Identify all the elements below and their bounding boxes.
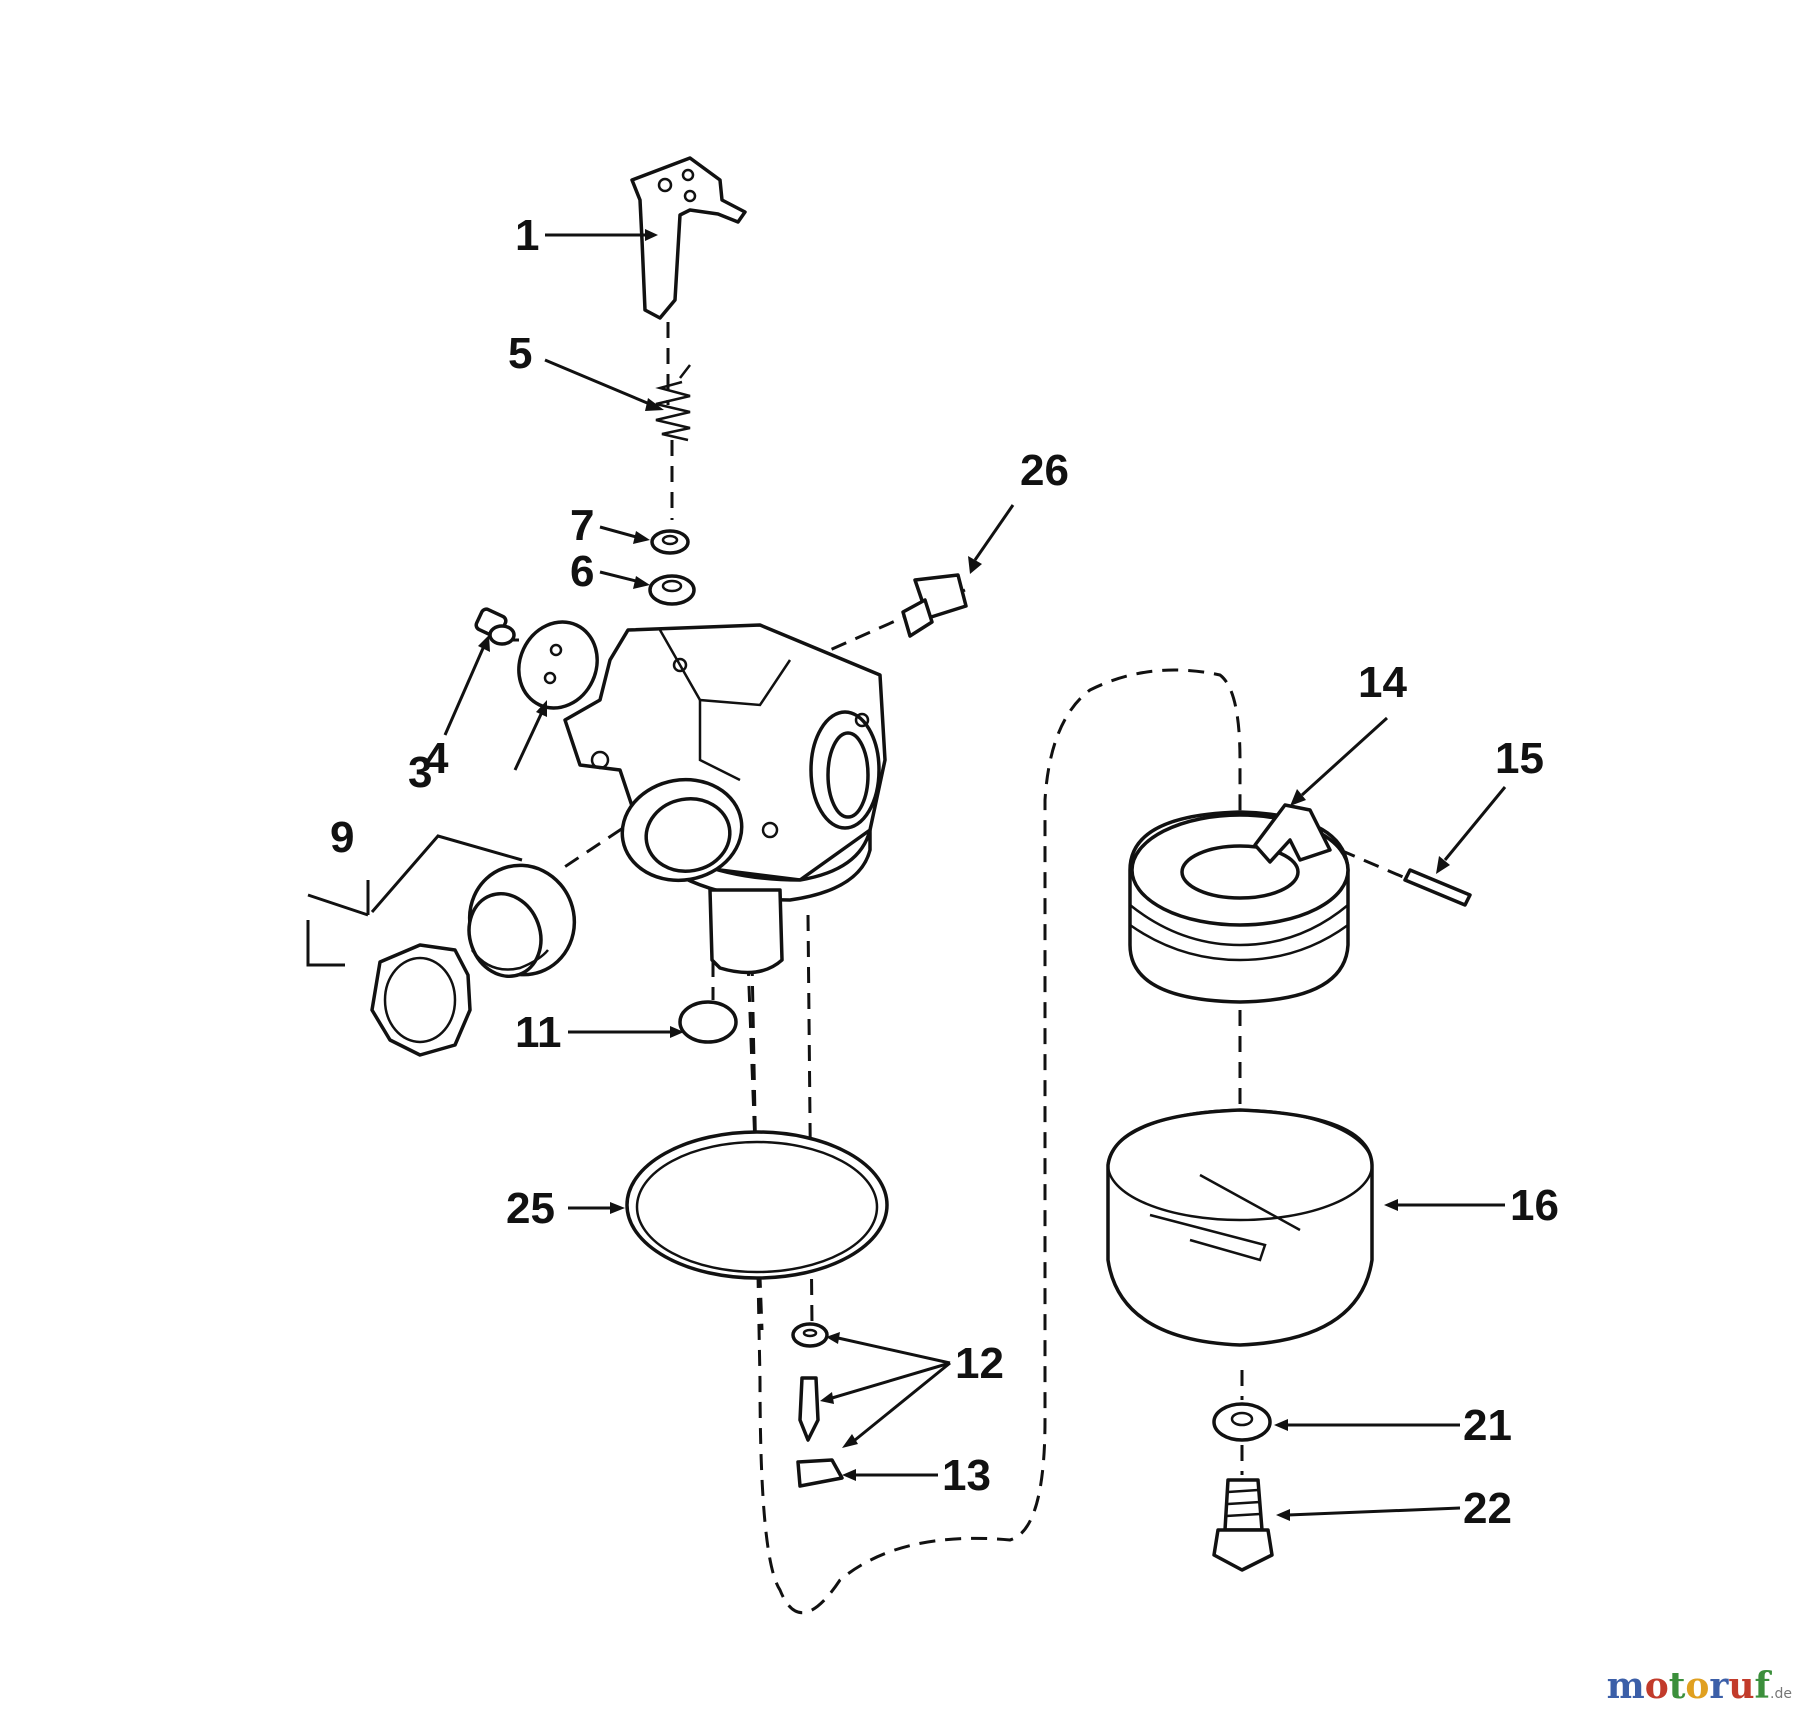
bolt-22-part: [1212, 1478, 1274, 1572]
part-label-1: 1: [515, 211, 539, 260]
washer-12-part: [791, 1322, 829, 1348]
float-pin-15-part: [1403, 868, 1472, 907]
plug-11-part: [678, 1000, 738, 1044]
part-label-14: 14: [1358, 658, 1407, 707]
float-bowl-16-part: [1106, 1108, 1374, 1347]
part-label-9: 9: [330, 813, 354, 862]
part-label-21: 21: [1463, 1401, 1512, 1450]
part-label-11: 11: [515, 1008, 562, 1057]
fitting-26-part: [901, 573, 968, 638]
throttle-plate-3-part: [517, 620, 599, 710]
watermark-letter: t: [1668, 1665, 1686, 1707]
part-label-16: 16: [1510, 1181, 1559, 1230]
needle-12-part: [798, 1376, 820, 1442]
spring-part: [655, 364, 691, 442]
primer-retainer-9-part: [370, 943, 472, 1057]
part-label-6: 6: [570, 547, 594, 596]
watermark-letter: f: [1754, 1665, 1771, 1707]
part-label-12: 12: [955, 1339, 1004, 1388]
part-label-15: 15: [1495, 734, 1544, 783]
throttle-lever-part: [630, 156, 747, 320]
part-label-7: 7: [570, 501, 594, 550]
watermark-letter: o: [1685, 1665, 1710, 1707]
part-label-13: 13: [942, 1451, 991, 1500]
washer-7-part: [650, 529, 690, 555]
part-label-5: 5: [508, 329, 532, 378]
part-label-3: 3: [408, 748, 432, 797]
watermark-letter: m: [1606, 1665, 1645, 1707]
part-label-26: 26: [1020, 446, 1069, 495]
watermark-suffix: .de: [1770, 1686, 1792, 1702]
float-14-part: [1128, 803, 1350, 1004]
primer-bulb-9-part: [467, 863, 577, 978]
part-labels: 1 3 4 5 6 7 9 11 12 13 14 15 16 21 22 25…: [330, 211, 1559, 1533]
seal-6-part: [648, 574, 696, 606]
watermark-letter: u: [1728, 1665, 1755, 1707]
o-ring-25-part: [625, 1130, 889, 1280]
clip-13-part: [796, 1458, 844, 1488]
washer-21-part: [1212, 1402, 1272, 1442]
part-label-4: 4: [424, 734, 449, 783]
leader-lines: [306, 229, 1507, 1521]
part-label-22: 22: [1463, 1484, 1512, 1533]
watermark-logo: motoruf.de: [1607, 1665, 1792, 1707]
watermark-letter: o: [1644, 1665, 1669, 1707]
carburetor-body-part: [563, 623, 887, 975]
watermark-letter: r: [1709, 1665, 1729, 1707]
screw-4-part: [474, 607, 516, 646]
part-label-25: 25: [506, 1184, 555, 1233]
